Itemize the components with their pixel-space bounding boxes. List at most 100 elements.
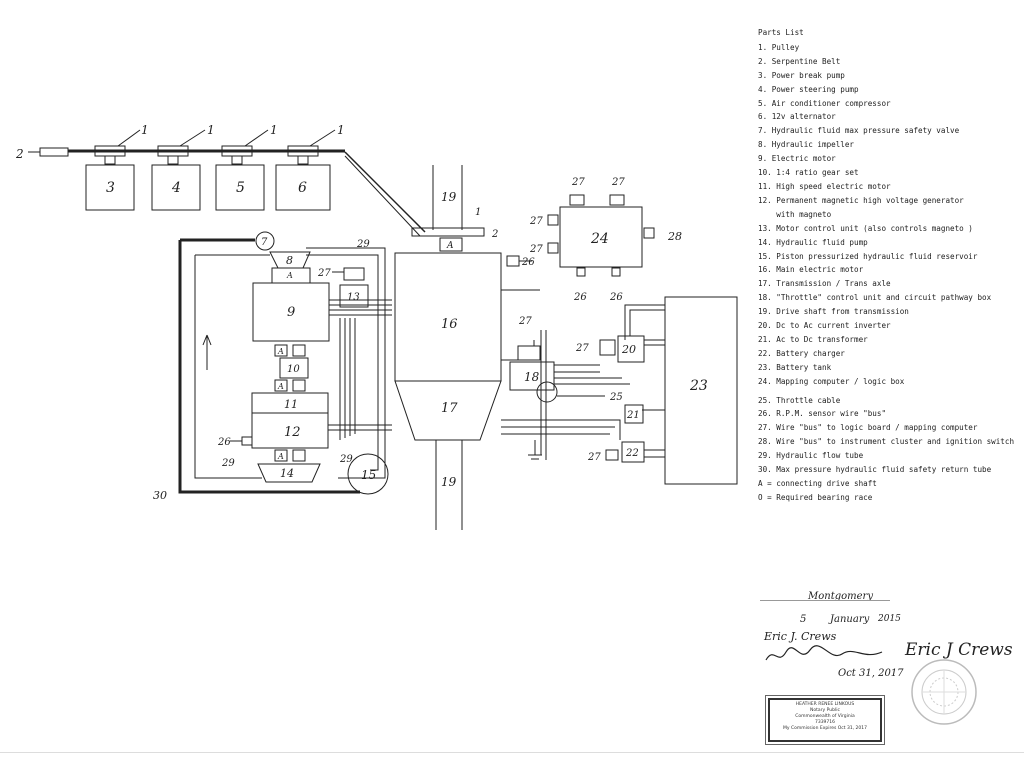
label-14: 14 (280, 467, 294, 480)
stamp-line: HEATHER RENEE LINKOUS (795, 702, 855, 707)
label-17: 17 (441, 401, 458, 416)
notary-signer: Eric J. Crews (764, 630, 837, 643)
label-7: 7 (261, 237, 268, 248)
parts-item: 1. Pulley (758, 42, 800, 52)
parts-item: 5. Air conditioner compressor (758, 98, 891, 108)
parts-list-title: Parts List (758, 28, 804, 37)
label-a-1: A (277, 347, 284, 356)
label-29b: 29 (221, 458, 235, 469)
serpentine-belt (28, 147, 426, 237)
parts-item: 26. R.P.M. sensor wire "bus" (758, 409, 887, 419)
label-27f: 27 (529, 244, 543, 255)
label-21: 21 (626, 410, 640, 421)
label-30: 30 (153, 489, 167, 502)
notary-day: 5 (800, 614, 807, 625)
accessory-row (85, 129, 336, 211)
label-1a: 1 (141, 123, 149, 137)
label-1b: 1 (207, 123, 215, 137)
label-1-main: 1 (475, 207, 481, 218)
notary-block: Montgomery 5 January 2015 Eric J. Crews … (760, 590, 904, 700)
parts-item: with magneto (758, 209, 832, 219)
label-29a: 29 (356, 239, 370, 250)
parts-list: Parts List 1. Pulley 2. Serpentine Belt … (758, 26, 1020, 505)
throttle-unit (501, 330, 630, 460)
page-edge (0, 752, 1024, 753)
label-6: 6 (298, 180, 307, 196)
parts-item: 20. Dc to Ac current inverter (758, 321, 891, 331)
parts-item: 9. Electric motor (758, 154, 836, 164)
power-brake-pump-box (85, 164, 135, 211)
parts-item: 13. Motor control unit (also controls ma… (758, 223, 973, 233)
diagram-labels: 2 1 1 1 1 3 4 5 6 7 8 9 10 11 12 13 14 1… (15, 123, 708, 502)
label-20: 20 (621, 343, 636, 356)
transformer-box (624, 404, 644, 424)
label-27e: 27 (529, 216, 543, 227)
parts-item: A = connecting drive shaft (758, 479, 877, 488)
label-27c: 27 (571, 177, 585, 188)
parts-item: 14. Hydraulic fluid pump (758, 237, 868, 247)
notary-signature-mark (765, 645, 883, 661)
parts-item: 27. Wire "bus" to logic board / mapping … (758, 423, 978, 433)
label-29c: 29 (339, 454, 353, 465)
parts-item: 28. Wire "bus" to instrument cluster and… (758, 437, 1015, 447)
parts-item: 18. "Throttle" control unit and circuit … (758, 293, 992, 303)
stamp-line: My Commission Expires Oct 31, 2017 (782, 726, 868, 731)
label-a-2: A (277, 382, 284, 391)
label-22: 22 (625, 448, 639, 459)
label-26c: 26 (573, 292, 587, 303)
parts-item: O = Required bearing race (758, 492, 873, 502)
label-24: 24 (590, 231, 609, 247)
label-4: 4 (171, 180, 181, 196)
label-28: 28 (667, 230, 682, 243)
parts-item: 15. Piston pressurized hydraulic fluid r… (758, 251, 978, 261)
label-13: 13 (347, 292, 360, 303)
transmission-box (394, 380, 502, 441)
parts-item: 11. High speed electric motor (758, 181, 891, 191)
label-23: 23 (689, 378, 708, 394)
parts-item: 12. Permanent magnetic high voltage gene… (758, 195, 964, 205)
parts-item: 17. Transmission / Trans axle (758, 279, 891, 289)
safety-valve (255, 231, 275, 251)
label-18: 18 (524, 370, 540, 384)
label-27d: 27 (611, 177, 625, 188)
parts-item: 6. 12v alternator (758, 112, 836, 122)
parts-item: 8. Hydraulic impeller (758, 140, 855, 150)
gear-set-box (279, 357, 309, 379)
label-2-right: 2 (491, 229, 498, 240)
notary-year: 2015 (878, 614, 901, 624)
embossed-seal-icon (911, 659, 977, 725)
notary-stamp: HEATHER RENEE LINKOUS Notary Public Comm… (765, 695, 885, 745)
label-27g: 27 (575, 343, 589, 354)
main-drivetrain (394, 165, 540, 530)
label-2-left: 2 (15, 147, 24, 161)
label-25: 25 (609, 392, 623, 403)
label-19-bottom: 19 (441, 475, 457, 489)
power-electronics (599, 296, 738, 485)
label-a-main: A (446, 241, 454, 251)
label-15: 15 (361, 468, 376, 482)
ac-compressor-box (215, 164, 265, 211)
motor-control-unit (339, 284, 369, 308)
inventor-signature: Eric J Crews (905, 640, 1013, 660)
parts-item: 30. Max pressure hydraulic fluid safety … (758, 465, 992, 475)
charger-box (621, 441, 645, 463)
stamp-line: 7339716 (814, 720, 836, 725)
label-a-3: A (277, 452, 284, 461)
parts-item: 2. Serpentine Belt (758, 56, 841, 66)
stamp-line: Notary Public (810, 708, 840, 713)
parts-item: 19. Drive shaft from transmission (758, 307, 909, 317)
label-8: 8 (286, 254, 293, 267)
notary-month: January (830, 614, 870, 625)
motor-stack (230, 267, 392, 462)
label-19-top: 19 (441, 190, 457, 204)
label-10: 10 (287, 364, 300, 375)
battery-tank-box (664, 296, 738, 485)
parts-item: 22. Battery charger (758, 348, 845, 358)
notary-expires: Oct 31, 2017 (838, 668, 904, 679)
label-12: 12 (284, 425, 301, 440)
label-5: 5 (236, 180, 245, 196)
label-16: 16 (441, 317, 458, 332)
parts-item: 24. Mapping computer / logic box (758, 376, 905, 386)
label-11: 11 (284, 398, 298, 411)
label-9: 9 (287, 305, 295, 320)
